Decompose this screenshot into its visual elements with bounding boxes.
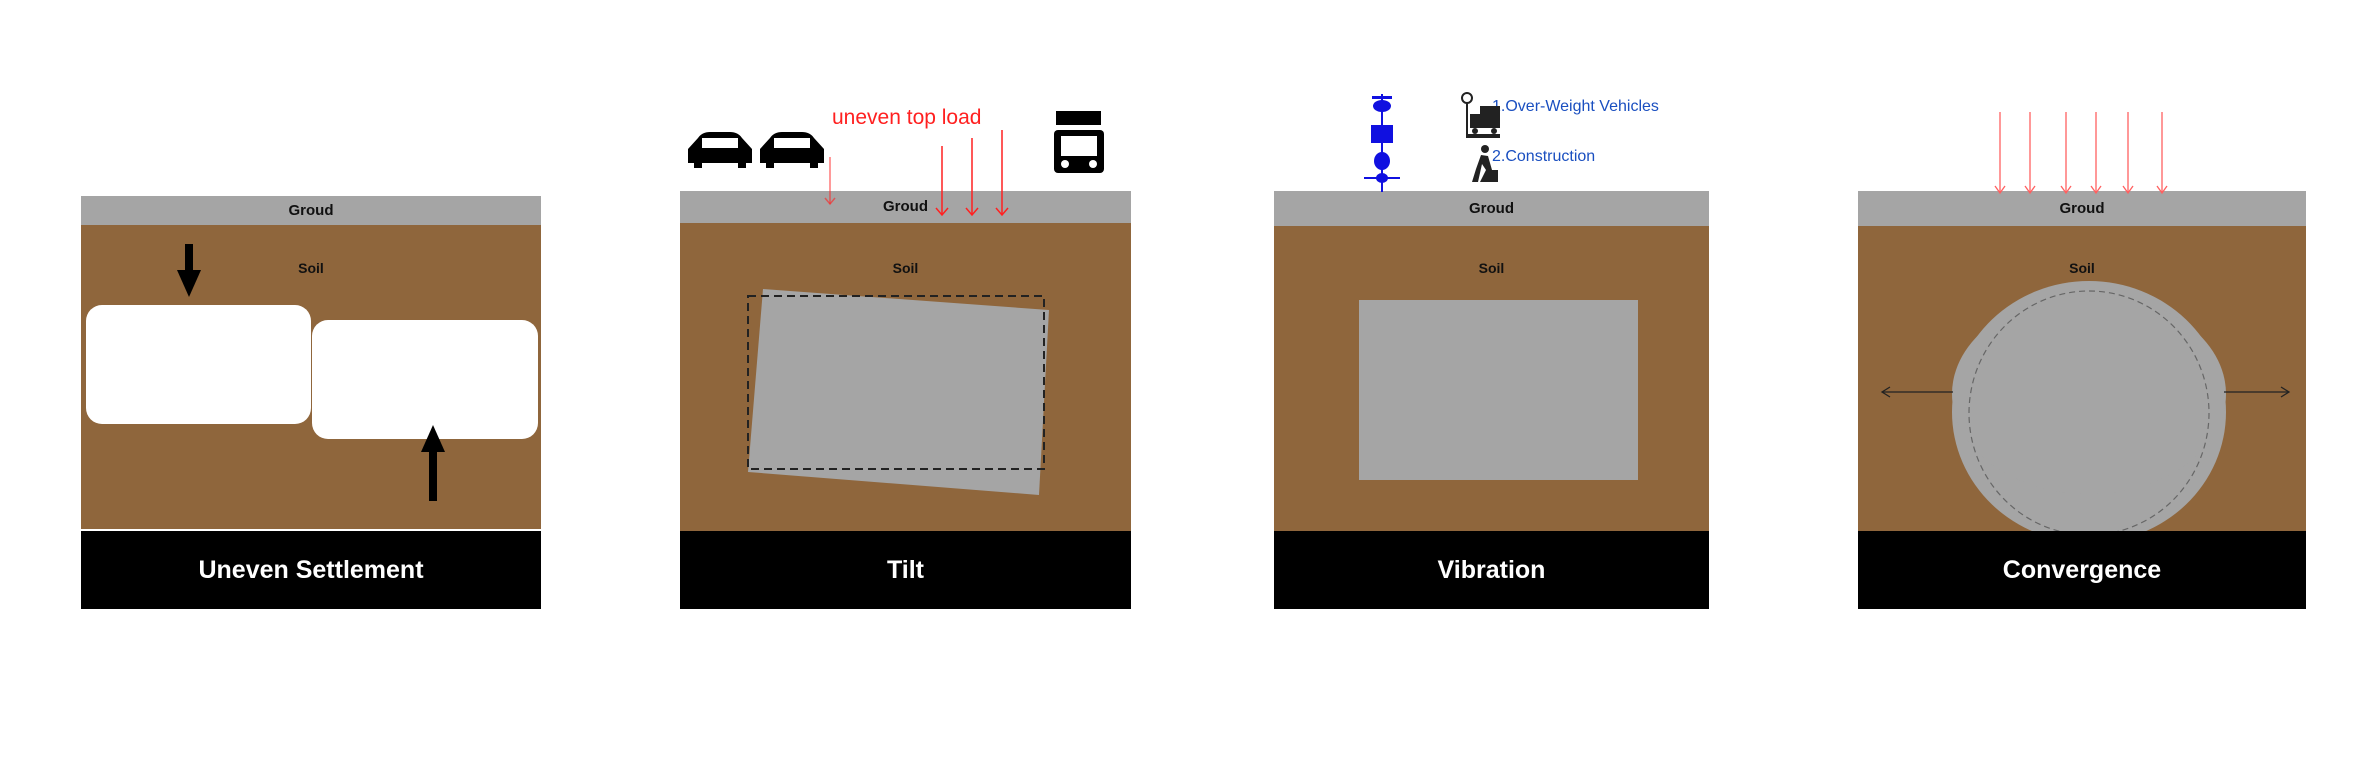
ground-layer: Groud: [680, 191, 1131, 223]
vibration-diagram: [1359, 92, 1638, 480]
tilted-structure: [748, 289, 1049, 495]
ground-layer: Groud: [1858, 191, 2306, 226]
ground-layer: Groud: [81, 196, 541, 225]
cause-construction: 2.Construction: [1492, 148, 1596, 165]
ground-layer: Groud: [1274, 191, 1709, 226]
segment-left: [86, 305, 311, 424]
tilt-diagram: [688, 111, 1104, 495]
ground-label: Groud: [1469, 200, 1514, 217]
convergence-diagram: [1880, 112, 2291, 543]
expansion-arrows: [1880, 386, 2291, 398]
caption: Uneven Settlement: [81, 531, 541, 609]
caption: Convergence: [1858, 531, 2306, 609]
soil-label: Soil: [1478, 260, 1505, 276]
arrow-down-icon: [177, 244, 201, 297]
weighing-truck-icon: [1461, 92, 1500, 138]
car-icon: [688, 132, 752, 168]
original-outline: [747, 295, 1045, 470]
construction-worker-icon: [1472, 145, 1498, 182]
panel-convergence: Groud Soil Convergence: [1858, 100, 2306, 609]
original-outline: [1968, 290, 2210, 536]
soil-label: Soil: [892, 260, 919, 276]
ground-label: Groud: [288, 202, 334, 219]
deformed-tunnel-wide: [1952, 294, 2226, 494]
caption: Vibration: [1274, 531, 1709, 609]
load-arrows: [824, 130, 1009, 217]
segment-right: [312, 320, 538, 439]
truck-icon: [1054, 111, 1104, 173]
settlement-diagram: [86, 244, 538, 501]
soil-label: Soil: [2069, 260, 2095, 276]
caption: Tilt: [680, 531, 1131, 609]
arrow-up-icon: [421, 425, 445, 501]
cause-over-weight-vehicles: 1.Over-Weight Vehicles: [1492, 98, 1659, 115]
panel-vibration: Groud Soil 1.Over-Weight Vehicles 2.Cons…: [1274, 86, 1709, 609]
car-icon: [760, 132, 824, 168]
soil-label: Soil: [298, 260, 324, 276]
ground-label: Groud: [883, 198, 928, 215]
load-label: uneven top load: [832, 106, 982, 129]
load-arrows: [1994, 112, 2168, 195]
ground-label: Groud: [2059, 200, 2105, 217]
structure: [1359, 300, 1638, 480]
panel-tilt: Groud Soil uneven top load Tilt: [680, 100, 1131, 609]
panel-uneven-settlement: Groud Soil Uneven Settlement: [81, 196, 541, 609]
vibration-wave-icon: [1364, 94, 1400, 192]
